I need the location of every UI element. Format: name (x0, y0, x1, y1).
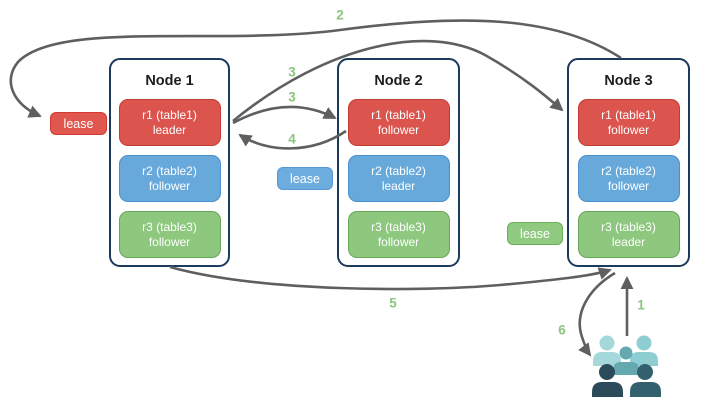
arrow-step-3-node1-to-node2 (232, 105, 337, 125)
person-center-icon (613, 346, 639, 375)
range-name: r3 (table3) (142, 219, 197, 234)
range-role: follower (607, 122, 650, 137)
step-label-3b: 3 (288, 89, 296, 105)
lease-tag-r3: lease (507, 222, 563, 245)
node-2: Node 2 r1 (table1) follower r2 (table2) … (337, 58, 460, 267)
range-role: follower (148, 178, 191, 193)
step-label-1: 1 (637, 297, 645, 313)
lease-tag-r1: lease (50, 112, 107, 135)
person-front-right-icon (630, 364, 661, 397)
person-front-left-icon (592, 364, 623, 397)
node-1-title: Node 1 (145, 73, 194, 89)
range-r3-node2: r3 (table3) follower (347, 211, 450, 258)
range-r2-node2: r2 (table2) leader (347, 155, 450, 202)
range-name: r1 (table1) (142, 107, 197, 122)
arrow-step-6-node3-to-users (578, 271, 616, 357)
range-name: r1 (table1) (371, 107, 426, 122)
range-role: follower (148, 234, 191, 249)
node-3-title: Node 3 (604, 73, 653, 89)
range-r1-node1: r1 (table1) leader (118, 99, 221, 146)
step-label-3a: 3 (288, 64, 296, 80)
range-name: r2 (table2) (142, 163, 197, 178)
range-role: follower (377, 234, 420, 249)
step-label-4: 4 (288, 131, 296, 147)
range-name: r3 (table3) (371, 219, 426, 234)
person-back-right-icon (630, 335, 658, 366)
range-name: r3 (table3) (601, 219, 656, 234)
person-back-left-icon (593, 335, 621, 366)
range-role: follower (607, 178, 650, 193)
range-name: r1 (table1) (601, 107, 656, 122)
range-r1-node3: r1 (table1) follower (577, 99, 680, 146)
range-r3-node1: r3 (table3) follower (118, 211, 221, 258)
node-3: Node 3 r1 (table1) follower r2 (table2) … (567, 58, 690, 267)
arrow-step-2-node3-to-lease (9, 19, 622, 118)
range-role: follower (377, 122, 420, 137)
step-label-6: 6 (558, 322, 566, 338)
arrow-step-5-node1-to-node3 (169, 265, 612, 291)
step-label-5: 5 (389, 295, 397, 311)
range-r3-node3: r3 (table3) leader (577, 211, 680, 258)
range-r2-node3: r2 (table2) follower (577, 155, 680, 202)
range-r1-node2: r1 (table1) follower (347, 99, 450, 146)
node-1: Node 1 r1 (table1) leader r2 (table2) fo… (109, 58, 230, 267)
users-group-icon (592, 335, 661, 397)
node-2-title: Node 2 (374, 73, 423, 89)
range-r2-node1: r2 (table2) follower (118, 155, 221, 202)
range-name: r2 (table2) (371, 163, 426, 178)
lease-tag-r2: lease (277, 167, 333, 190)
range-role: leader (381, 178, 416, 193)
step-label-2: 2 (336, 7, 344, 23)
range-name: r2 (table2) (601, 163, 656, 178)
range-role: leader (611, 234, 646, 249)
range-role: leader (152, 122, 187, 137)
